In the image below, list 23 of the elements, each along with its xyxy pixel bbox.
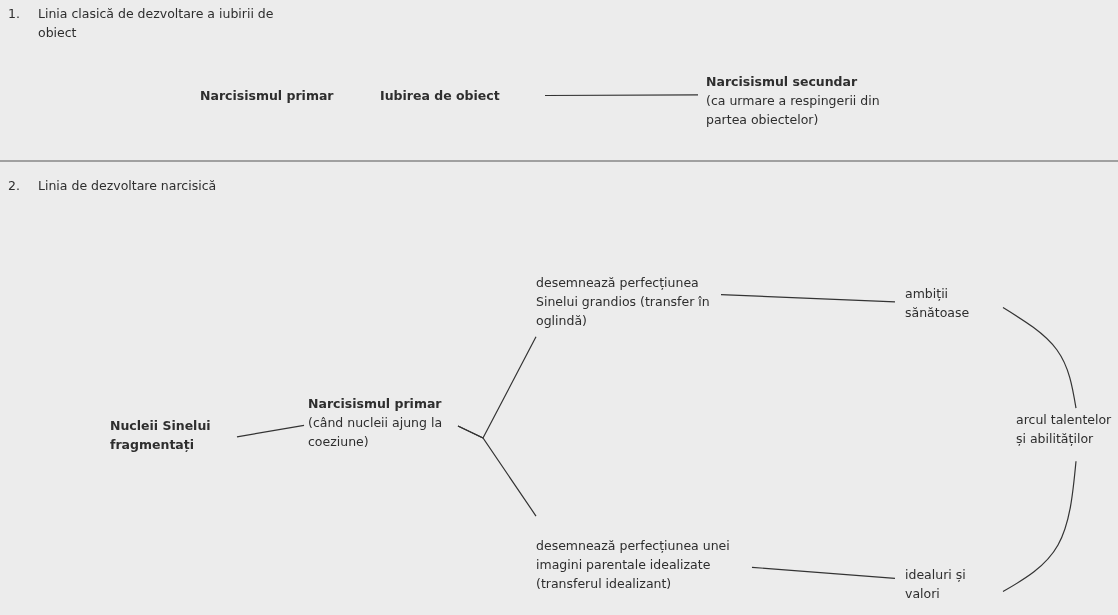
arc-line [1002,306,1077,409]
description-text: idealuri și valori [905,566,967,603]
connector-line [457,425,537,517]
connector-line [720,294,896,303]
description-text: desemnează perfecțiunea unei imagini parentale idealizate (transferul idealizant) [536,537,731,593]
description-text: ambiții sănătoase [905,285,971,322]
connector-line [544,94,699,97]
description-text: desemnează perfecțiunea Sinelui grandios (transfer în oglindă) [536,274,711,330]
concept-label: Narcisismul secundar [706,73,859,91]
concept-label: Narcisismul primar [308,395,443,413]
description-text: (ca urmare a respingerii din partea obiectelor) [706,92,881,129]
description-text: arcul talentelor și abilităților [1016,411,1113,448]
concept-label: Nucleii Sinelui fragmentați [110,417,212,454]
connector-line [236,424,305,438]
connector-line [751,566,896,579]
section-number: 1. [8,5,21,23]
section-number: 2. [8,177,21,195]
concept-label: Iubirea de obiect [380,87,501,105]
section-heading: Linia clasică de dezvoltare a iubirii de obiect [38,5,275,42]
concept-label: Narcisismul primar [200,87,335,105]
description-text: (când nucleii ajung la coeziune) [308,414,444,451]
arc-line [1002,460,1077,593]
section-heading: Linia de dezvoltare narcisică [38,177,218,195]
